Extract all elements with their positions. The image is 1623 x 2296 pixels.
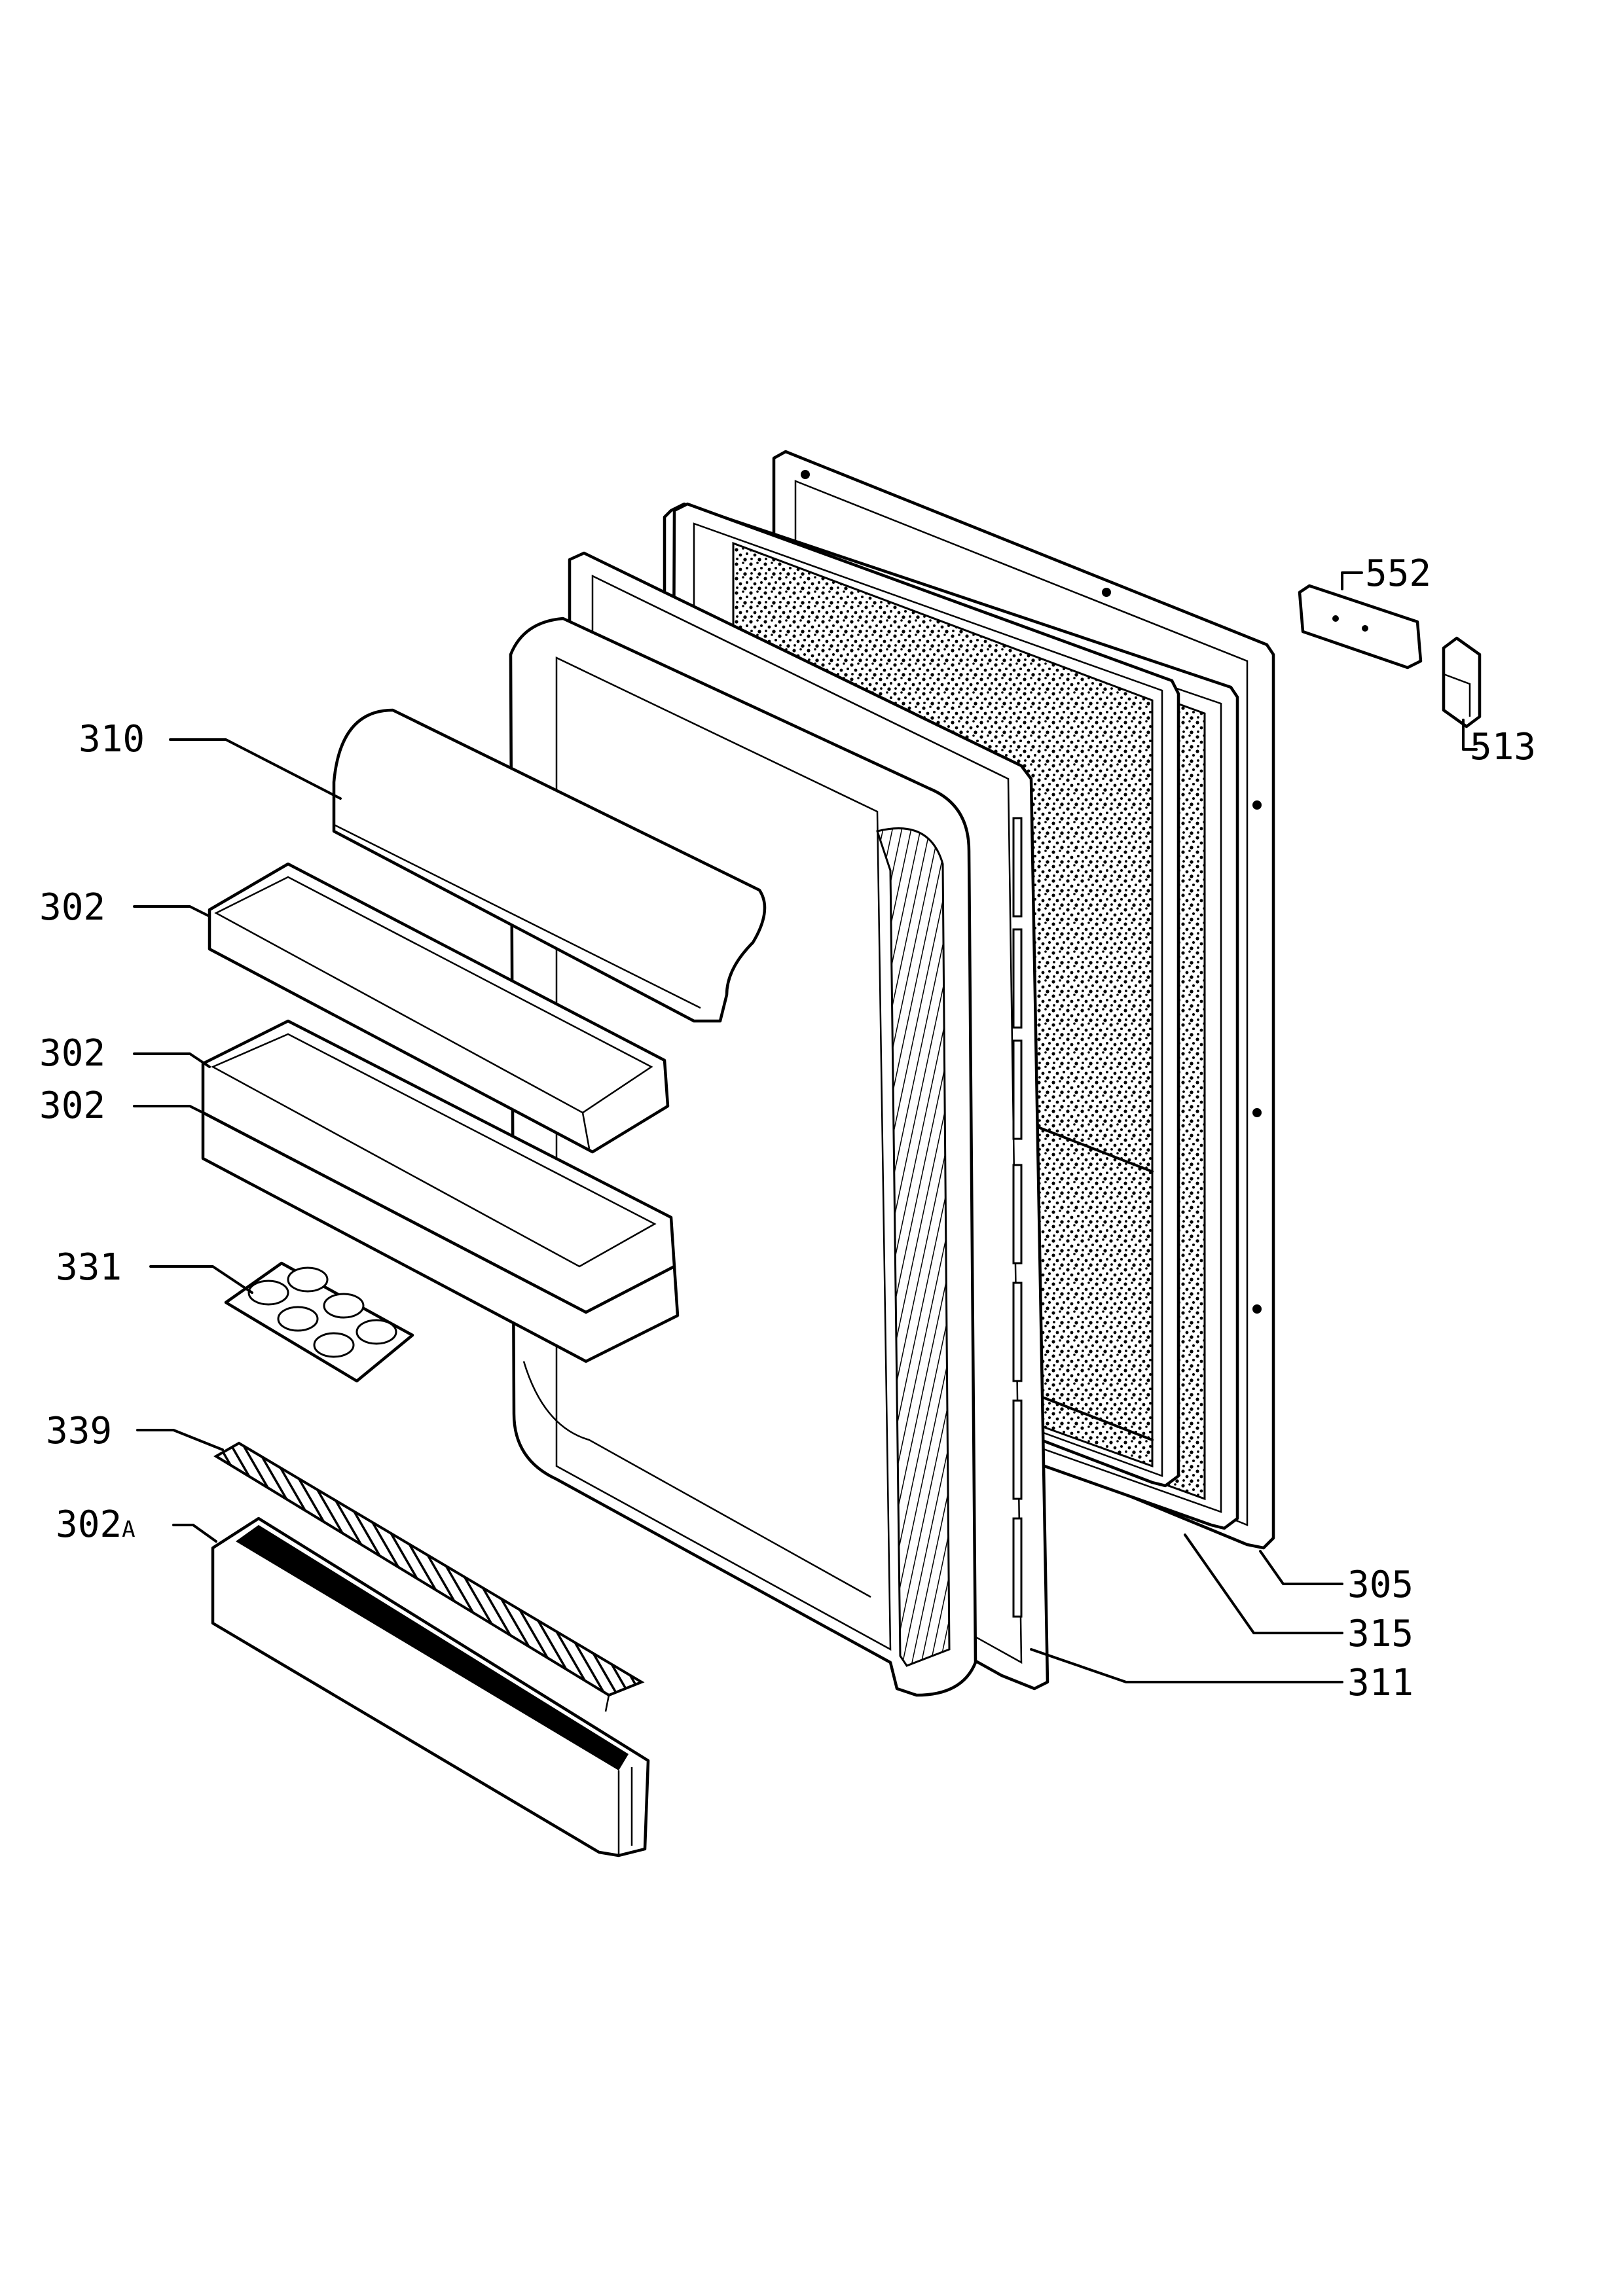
label-552: 552 [1365, 552, 1431, 595]
label-310: 310 [79, 718, 145, 761]
label-302a: 302A [56, 1503, 136, 1546]
dairy-compartment-flap [332, 708, 767, 1023]
egg-tray [224, 1261, 414, 1383]
label-302-low: 302 [39, 1085, 105, 1127]
label-315: 315 [1347, 1613, 1413, 1655]
label-513: 513 [1470, 726, 1536, 768]
leader-lines [133, 571, 1478, 1683]
door-inner-liner [509, 617, 977, 1697]
shelf-bin-top [208, 862, 670, 1154]
label-302-middle: 302 [39, 1032, 105, 1075]
hinge-cover-part [1298, 584, 1423, 670]
bottle-shelf [211, 1516, 650, 1857]
label-339: 339 [46, 1410, 112, 1452]
label-305: 305 [1347, 1564, 1413, 1606]
label-302-top: 302 [39, 886, 105, 929]
shelf-bin-low [201, 1111, 680, 1363]
label-311: 311 [1347, 1662, 1413, 1704]
bottle-retainer [213, 1441, 645, 1712]
hinge-bracket-part [1442, 636, 1482, 728]
part-labels: 552 513 310 302 302 302 331 339 302A 305… [39, 552, 1536, 1704]
label-331: 331 [56, 1246, 122, 1289]
